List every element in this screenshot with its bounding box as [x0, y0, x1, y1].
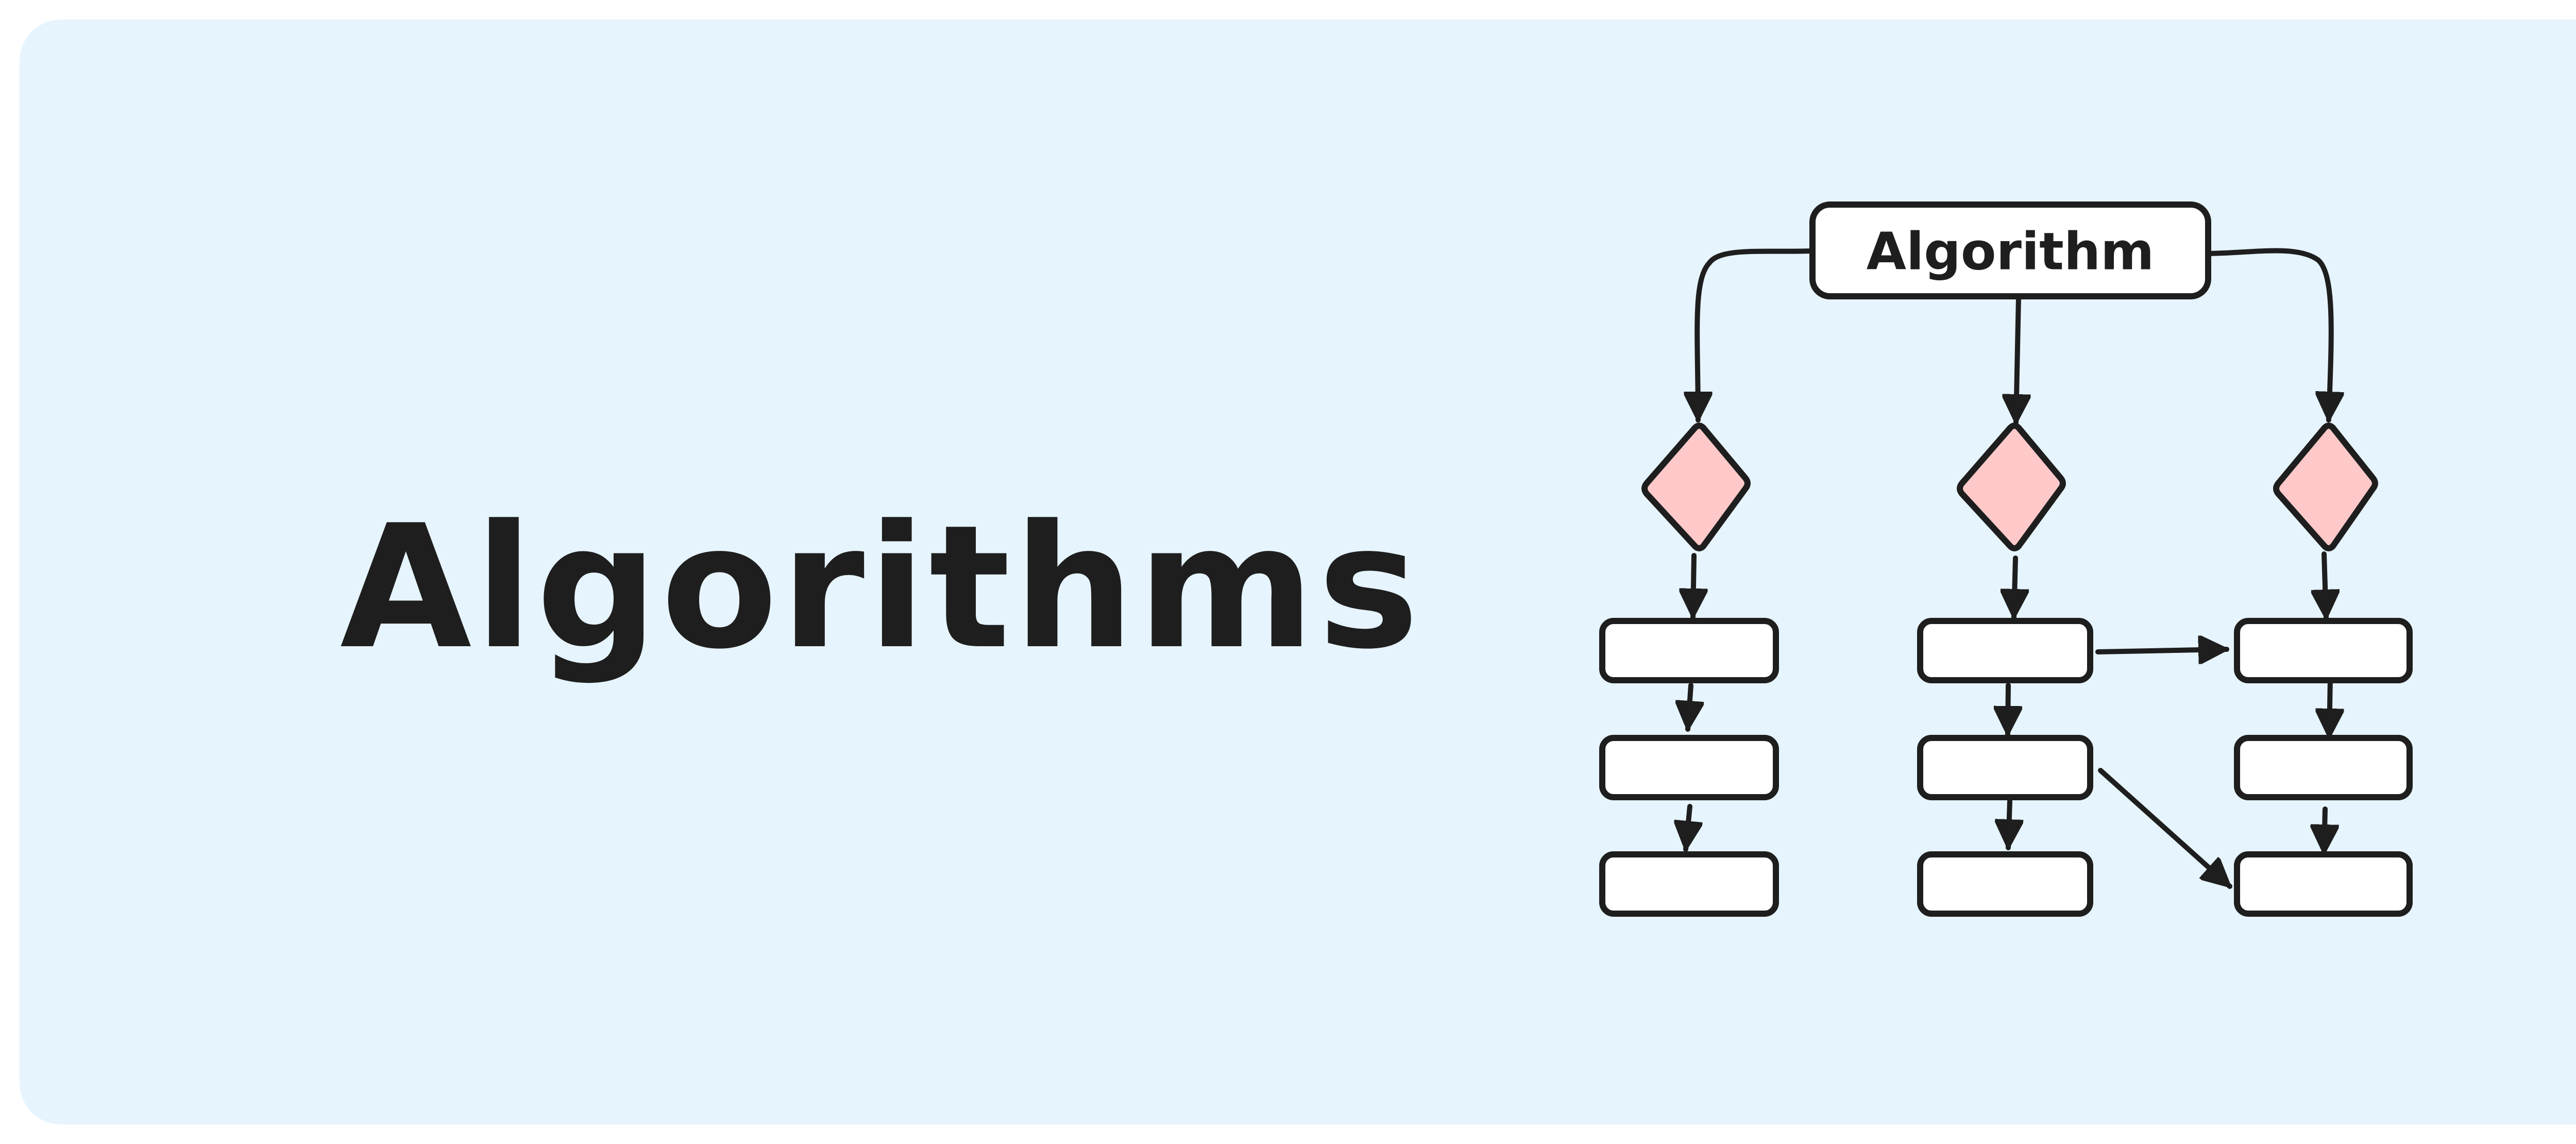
root-to-branch-2-arrow — [2016, 295, 2019, 425]
cross-link-branch-2-step-1-to-branch-3-step-1-arrow — [2095, 649, 2229, 652]
branch-3-decision-to-step-1-arrow — [2324, 551, 2326, 620]
branch-2-step-2-to-step-3-arrow — [2008, 799, 2010, 850]
branch-1-step-1-to-step-2-arrow — [1688, 683, 1691, 732]
branch-2-step-2-box — [1917, 735, 2093, 800]
branch-3-step-1-box — [2234, 618, 2413, 683]
branch-2-decision-to-step-1-arrow — [2014, 556, 2015, 620]
root-node: Algorithm — [1809, 201, 2211, 299]
cross-link-branch-2-step-2-to-branch-3-step-3-arrow — [2098, 768, 2232, 889]
branch-3-step-1-to-step-2-arrow — [2329, 677, 2330, 739]
branch-1-step-1-box — [1599, 618, 1779, 683]
branch-1-decision-to-step-1-arrow — [1693, 553, 1694, 619]
branch-3-step-2-to-step-3-arrow — [2324, 806, 2325, 855]
branch-3-decision-diamond — [2273, 423, 2378, 551]
branch-1-step-3-box — [1599, 851, 1779, 917]
root-to-branch-3-arrow — [2208, 248, 2331, 423]
branch-1-decision-diamond — [1641, 423, 1751, 551]
branch-2-step-1-box — [1917, 618, 2093, 683]
branch-2-decision-diamond — [1957, 423, 2066, 551]
root-node-label: Algorithm — [1867, 222, 2155, 282]
branch-2-step-3-box — [1917, 851, 2093, 917]
branch-3-step-3-box — [2234, 851, 2413, 917]
branch-3-step-2-box — [2234, 735, 2413, 800]
branch-1-step-2-to-step-3-arrow — [1686, 804, 1690, 852]
root-to-branch-1-arrow — [1697, 248, 1815, 423]
page-title: Algorithms — [340, 489, 1422, 686]
branch-1-step-2-box — [1599, 735, 1779, 800]
